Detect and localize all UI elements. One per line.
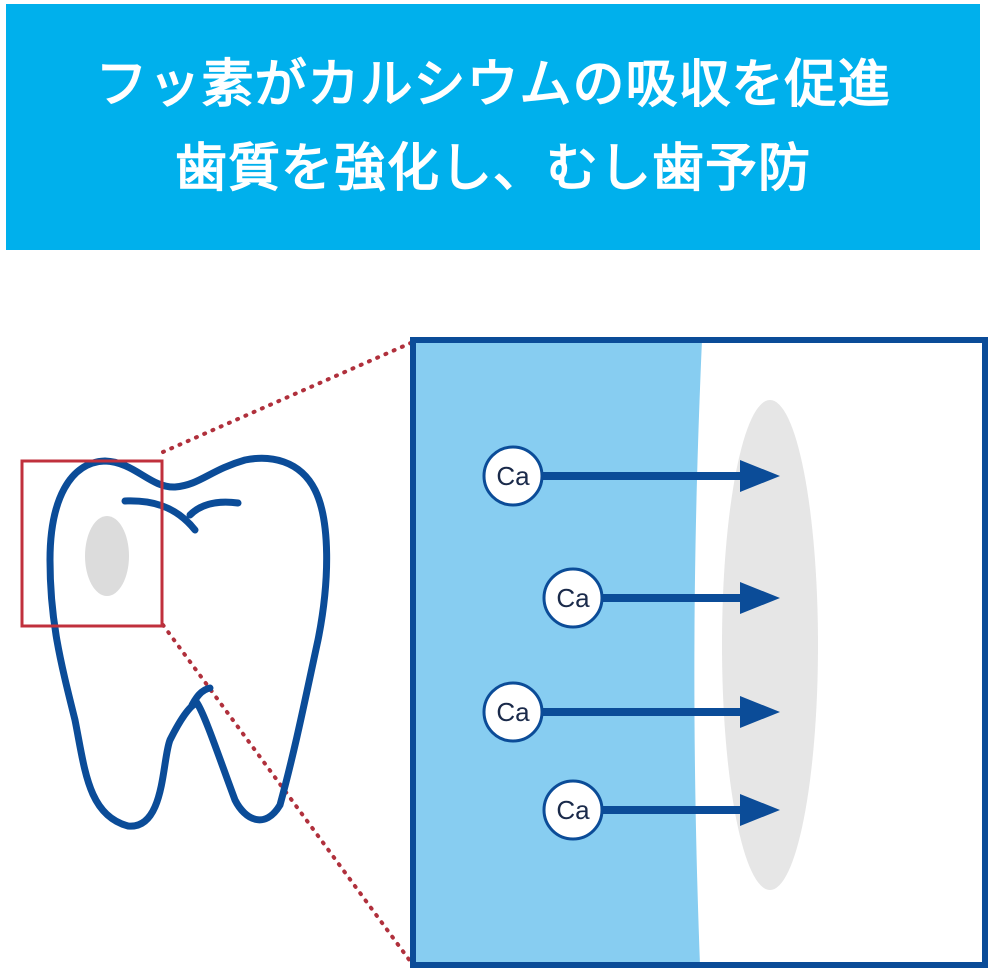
- highlight-box: [20, 459, 164, 628]
- title-line-1: フッ素がカルシウムの吸収を促進: [95, 55, 891, 115]
- title-line-2: 歯質を強化し、むし歯予防: [174, 139, 811, 199]
- magnified-panel: [410, 337, 988, 968]
- calcium-ion-arrow: Ca: [482, 445, 780, 507]
- zoom-line-top: [161, 340, 415, 454]
- calcium-ion-circle: [482, 681, 544, 743]
- arrow-head-icon: [740, 460, 780, 492]
- calcium-ion-label: Ca: [556, 583, 590, 613]
- calcium-ion-arrow: Ca: [542, 567, 780, 629]
- enamel-layer: [413, 340, 702, 965]
- arrow-head-icon: [740, 794, 780, 826]
- calcium-ion-label: Ca: [556, 795, 590, 825]
- zoom-line-bottom: [161, 623, 415, 967]
- calcium-ion-label: Ca: [496, 697, 530, 727]
- calcium-ion-arrow: Ca: [482, 681, 780, 743]
- calcium-ion-circle: [542, 567, 604, 629]
- calcium-ion-arrow: Ca: [542, 779, 780, 841]
- lesion-spot: [85, 516, 129, 596]
- arrow-head-icon: [740, 696, 780, 728]
- calcium-ion-label: Ca: [496, 461, 530, 491]
- tooth-icon: [46, 454, 331, 830]
- title-banner: フッ素がカルシウムの吸収を促進 歯質を強化し、むし歯予防: [6, 4, 980, 250]
- arrow-head-icon: [740, 582, 780, 614]
- calcium-ion-circle: [542, 779, 604, 841]
- demineralized-area: [722, 400, 818, 890]
- calcium-ion-circle: [482, 445, 544, 507]
